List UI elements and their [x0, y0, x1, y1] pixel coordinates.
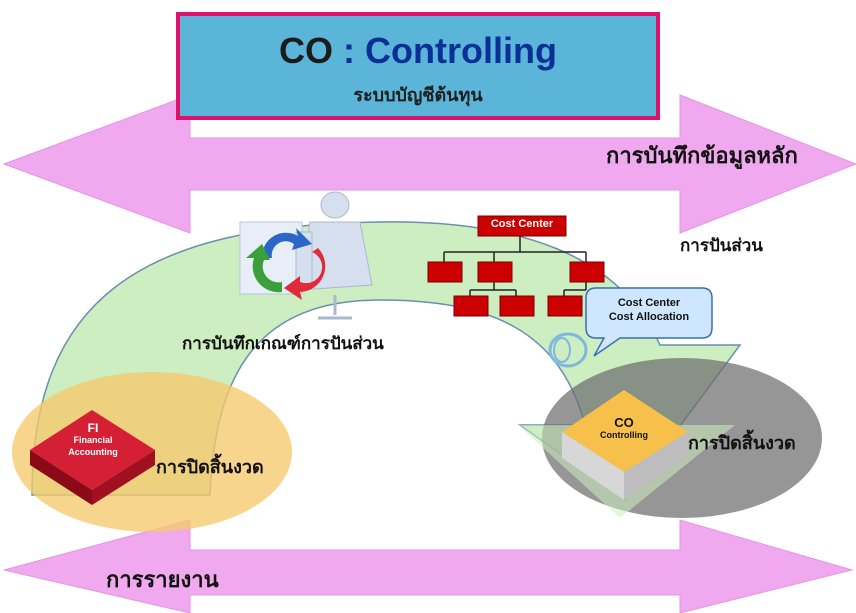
- org-chart-lines: [443, 236, 587, 296]
- org-node-box: [499, 295, 535, 317]
- allocation-rule-label: การบันทึกเกณฑ์การปันส่วน: [182, 334, 384, 354]
- fi-closing-label: การปิดสิ้นงวด: [156, 457, 264, 478]
- title-main: Controlling: [365, 30, 557, 71]
- co-box-label: CO Controlling: [584, 416, 664, 442]
- org-chart-boxes: [427, 215, 605, 317]
- page-title: CO : Controlling: [180, 30, 656, 72]
- title-prefix: CO: [279, 30, 334, 71]
- callout-bubble: [585, 287, 713, 357]
- co-box-line1: Controlling: [600, 430, 648, 440]
- bottom-double-arrow: [3, 519, 854, 613]
- co-box-abbr: CO: [614, 415, 634, 430]
- title-box: CO : Controlling ระบบบัญชีต้นทุน: [176, 12, 660, 120]
- bottom-arrow-label: การรายงาน: [106, 568, 219, 593]
- allocation-label: การปันส่วน: [680, 236, 763, 256]
- page-subtitle: ระบบบัญชีต้นทุน: [353, 85, 483, 106]
- org-root-label: Cost Center: [490, 218, 554, 230]
- cycle-arrows-icon: [246, 228, 326, 300]
- top-arrow-label: การบันทึกข้อมูลหลัก: [606, 144, 798, 169]
- fi-box-label: FI Financial Accounting: [52, 422, 134, 458]
- callout-line-1: Cost Center: [617, 297, 681, 309]
- top-double-arrow: [2, 94, 856, 234]
- title-separator: :: [333, 30, 366, 71]
- org-node-box: [427, 261, 463, 283]
- magnifier-icon: [548, 332, 588, 368]
- org-node-box: [453, 295, 489, 317]
- co-box-graphic: [562, 390, 688, 500]
- org-node-box: [569, 261, 605, 283]
- org-root-box: [477, 215, 567, 237]
- fi-box-graphic: [30, 410, 155, 505]
- org-node-box: [547, 295, 583, 317]
- callout-text: Cost Center Cost Allocation: [588, 296, 710, 324]
- org-node-box: [477, 261, 513, 283]
- fi-box-line1: Financial: [73, 435, 113, 445]
- co-closing-label: การปิดสิ้นงวด: [688, 433, 796, 454]
- fi-box-abbr: FI: [87, 421, 99, 435]
- fi-box-line2: Accounting: [68, 447, 118, 457]
- callout-line-2: Cost Allocation: [608, 311, 690, 323]
